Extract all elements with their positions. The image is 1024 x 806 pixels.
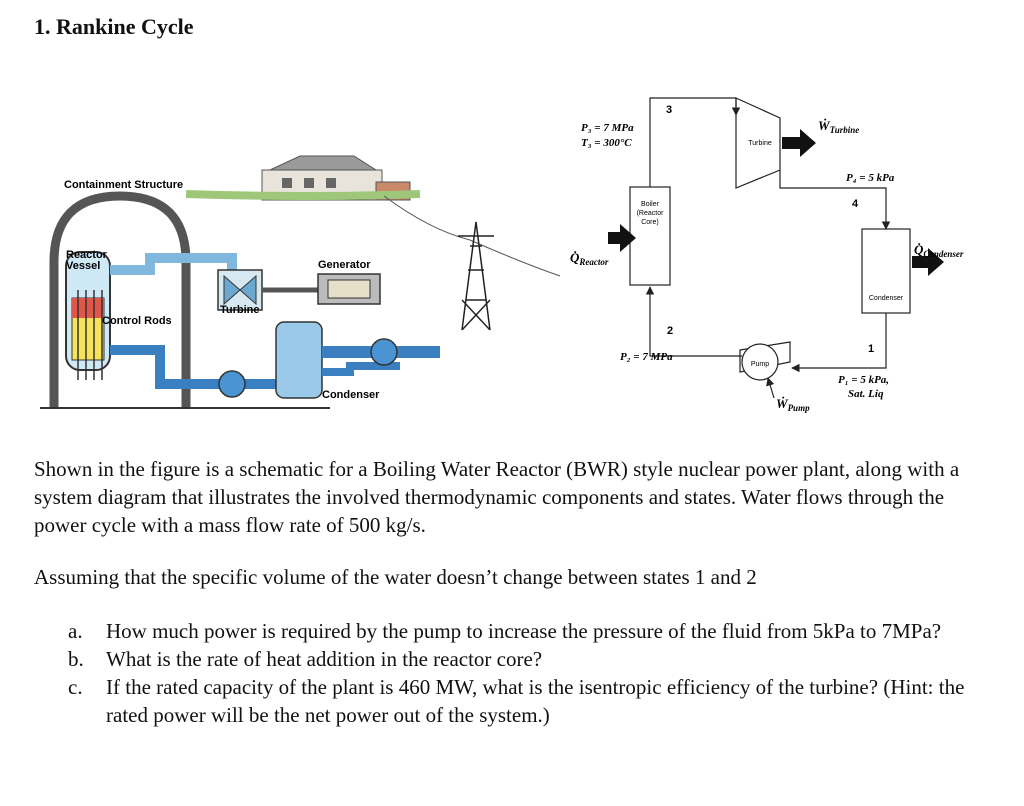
svg-text:Q̇Reactor: Q̇Reactor: [570, 250, 609, 267]
page-heading: 1. Rankine Cycle: [34, 14, 194, 39]
house-icon: [185, 155, 421, 201]
svg-text:4: 4: [852, 198, 859, 210]
svg-text:Boiler: Boiler: [641, 201, 660, 208]
svg-text:Sat. Liq: Sat. Liq: [848, 388, 884, 400]
cycle-diagram: Boiler (Reactor Core) Turbine Condenser …: [570, 97, 964, 413]
label-turbine: Turbine: [220, 304, 260, 316]
label-reactor-2: Vessel: [66, 260, 100, 272]
reactor-core: [71, 290, 105, 380]
svg-text:Core): Core): [641, 219, 659, 226]
svg-text:Condenser: Condenser: [869, 295, 904, 302]
w-turbine-arrow: [782, 129, 816, 157]
svg-text:Pump: Pump: [751, 361, 769, 368]
question-list: a. How much power is required by the pum…: [68, 617, 998, 729]
question-item: b. What is the rate of heat addition in …: [68, 647, 543, 671]
steam-pipe: [110, 253, 237, 286]
pump-shape: [739, 341, 791, 381]
svg-text:2: 2: [667, 325, 673, 337]
q-reactor-arrow: [608, 224, 636, 252]
svg-text:P₂ = 7 MPa: P₂ = 7 MPa: [620, 351, 673, 363]
question-item: c. If the rated capacity of the plant is…: [68, 675, 965, 727]
svg-text:Q̇Condenser: Q̇Condenser: [914, 242, 964, 259]
label-reactor-1: Reactor: [66, 249, 108, 261]
condenser-box: [861, 228, 911, 314]
feedwater-pipe: [110, 345, 295, 389]
svg-text:(Reactor: (Reactor: [637, 210, 665, 217]
svg-text:P₃ = 7 MPa: P₃ = 7 MPa: [581, 122, 634, 134]
transmission-tower-icon: [458, 221, 494, 331]
q-condenser-arrow: [912, 248, 944, 276]
feedwater-pump: [218, 370, 246, 398]
svg-text:1: 1: [868, 343, 874, 355]
svg-text:P₁ = 5 kPa,: P₁ = 5 kPa,: [838, 374, 889, 386]
svg-text:Turbine: Turbine: [748, 140, 772, 147]
label-control-rods: Control Rods: [102, 315, 172, 327]
condenser-tank: [275, 321, 323, 399]
svg-text:P₄ = 5 kPa: P₄ = 5 kPa: [846, 172, 895, 184]
svg-text:ẆTurbine: ẆTurbine: [818, 118, 859, 135]
bwr-schematic: Containment Structure Reactor Vessel Con…: [40, 155, 561, 409]
cooling-pump: [370, 338, 398, 366]
containment-dome: [49, 191, 191, 408]
boiler-box: [629, 186, 671, 286]
figure: Containment Structure Reactor Vessel Con…: [40, 97, 964, 413]
label-condenser: Condenser: [322, 389, 380, 401]
assumption-paragraph: Assuming that the specific volume of the…: [34, 565, 757, 589]
svg-text:ẆPump: ẆPump: [776, 396, 810, 413]
label-containment: Containment Structure: [64, 179, 183, 191]
svg-text:T₃ = 300°C: T₃ = 300°C: [581, 137, 632, 149]
label-generator: Generator: [318, 259, 371, 271]
svg-text:3: 3: [666, 104, 672, 116]
question-item: a. How much power is required by the pum…: [68, 619, 942, 643]
w-pump-arrow: [766, 377, 775, 399]
intro-paragraph: Shown in the figure is a schematic for a…: [34, 457, 960, 537]
